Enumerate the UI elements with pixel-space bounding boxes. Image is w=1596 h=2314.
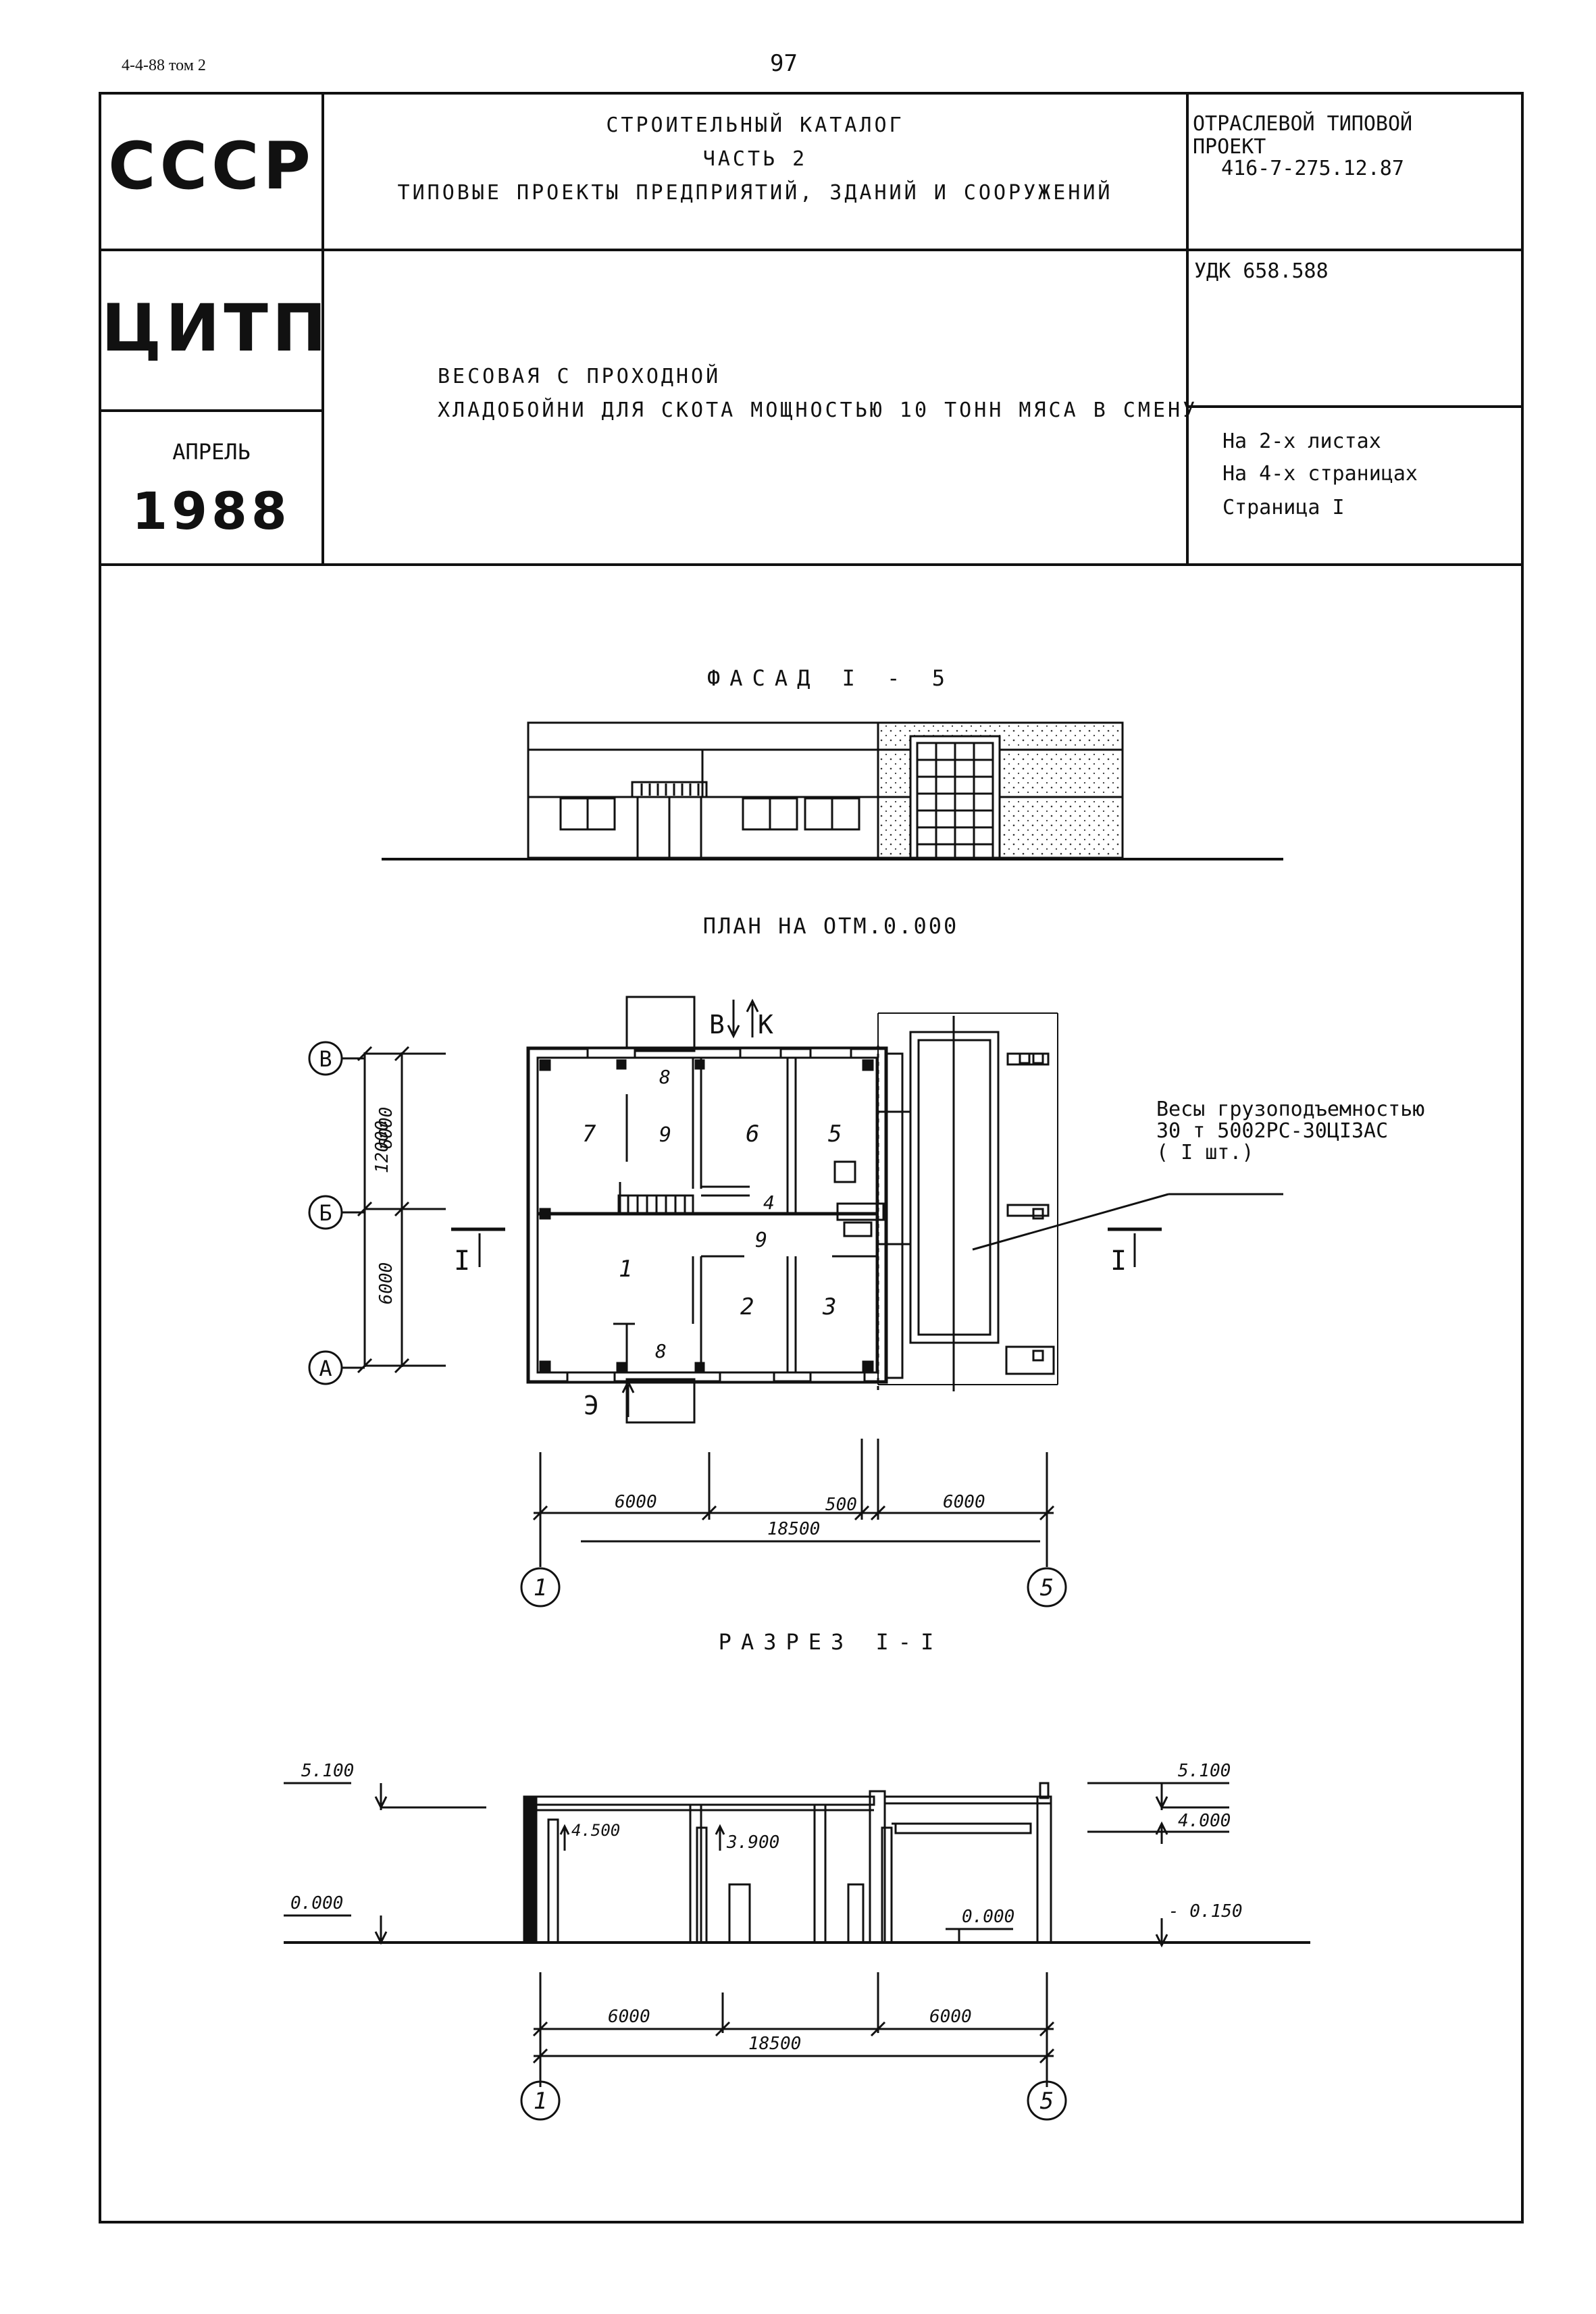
scale-note-line-1: Весы грузоподъемностью [1156,1098,1424,1121]
plan-axis-1-label: 1 [534,1574,547,1601]
axis-v-label: В [319,1046,332,1072]
dim-6000-right-label: 6000 [943,1492,985,1512]
project-line-1: ОТРАСЛЕВОЙ ТИПОВОЙ [1193,112,1413,136]
project-code: 416-7-275.12.87 [1221,157,1404,180]
section-dim-6000-right: 6000 [929,2007,972,2027]
catalog-line-1: СТРОИТЕЛЬНЫЙ КАТАЛОГ [606,113,904,137]
project-line-2: ПРОЕКТ [1193,135,1266,159]
object-line-1: ВЕСОВАЯ С ПРОХОДНОЙ [438,365,721,388]
level-4000: 4.000 [1178,1811,1231,1831]
room-9-top-label: 9 [659,1123,671,1147]
entry-e-label: Э [584,1391,599,1420]
udk-code: УДК 658.588 [1194,259,1329,283]
dim-6000-left-label: 6000 [615,1492,657,1512]
level-3900: 3.900 [726,1832,779,1853]
series-note: 4-4-88 том 2 [122,57,206,74]
section-axis-5-label: 5 [1040,2088,1054,2115]
room-1-label: 1 [619,1256,632,1283]
dim-6000-lower-label: 6000 [376,1262,396,1305]
room-3-label: 3 [822,1293,836,1320]
section-axis-1-label: 1 [534,2088,547,2115]
room-8-bottom-label: 8 [655,1340,667,1362]
entry-v-label: В [709,1010,725,1039]
room-7-label: 7 [582,1121,596,1148]
plan-title: ПЛАН НА ОТМ.0.000 [702,913,959,939]
level-0000-left: 0.000 [290,1893,343,1913]
room-8-top-label: 8 [659,1066,671,1088]
entry-k-label: К [758,1010,773,1039]
room-4-label: 4 [763,1191,775,1214]
section-mark-left: I [454,1245,470,1277]
org-ussr: СССР [108,128,315,204]
section-dim-6000-left: 6000 [608,2007,650,2027]
level-5100-right: 5.100 [1178,1761,1231,1781]
dim-18500-label: 18500 [767,1519,820,1539]
section-mark-right: I [1110,1245,1127,1277]
sheets-count: На 2-х листах [1222,430,1381,453]
room-2-label: 2 [740,1293,754,1320]
dim-6000-upper-label: 6000 [376,1107,396,1150]
section-dim-18500: 18500 [748,2034,801,2054]
stamp-year: 1988 [132,481,291,541]
level-0000-inner: 0.000 [962,1907,1014,1927]
catalog-line-3: ТИПОВЫЕ ПРОЕКТЫ ПРЕДПРИЯТИЙ, ЗДАНИЙ И СО… [397,181,1113,205]
section-title: РАЗРЕЗ I-I [718,1629,944,1655]
room-6-label: 6 [746,1121,759,1148]
level-4500: 4.500 [571,1821,620,1840]
dim-500-label: 500 [825,1495,857,1515]
page-number: 97 [770,50,798,77]
level-5100-left: 5.100 [301,1761,354,1781]
room-5-label: 5 [828,1121,842,1148]
dim-12000-label: 12000 [372,1121,392,1173]
scale-note-line-3: ( I шт.) [1156,1141,1254,1164]
scale-note-line-2: 30 т 5002РС-30ЦI3АС [1156,1119,1388,1143]
level-minus-0150: - 0.150 [1168,1901,1243,1922]
page-index: Страница I [1222,496,1345,519]
axis-a-label: А [319,1356,332,1381]
catalog-line-2: ЧАСТЬ 2 [702,147,808,171]
facade-title: ФАСАД I - 5 [707,665,954,691]
object-line-2: ХЛАДОБОЙНИ ДЛЯ СКОТА МОЩНОСТЬЮ 10 ТОНН М… [438,398,1198,422]
pages-count: На 4-х страницах [1222,462,1418,486]
stamp-month: АПРЕЛЬ [172,439,251,465]
plan-axis-5-label: 5 [1040,1574,1054,1601]
org-citp: ЦИТП [101,290,331,366]
room-9-mid-label: 9 [755,1229,767,1252]
axis-b-label: Б [319,1200,332,1226]
